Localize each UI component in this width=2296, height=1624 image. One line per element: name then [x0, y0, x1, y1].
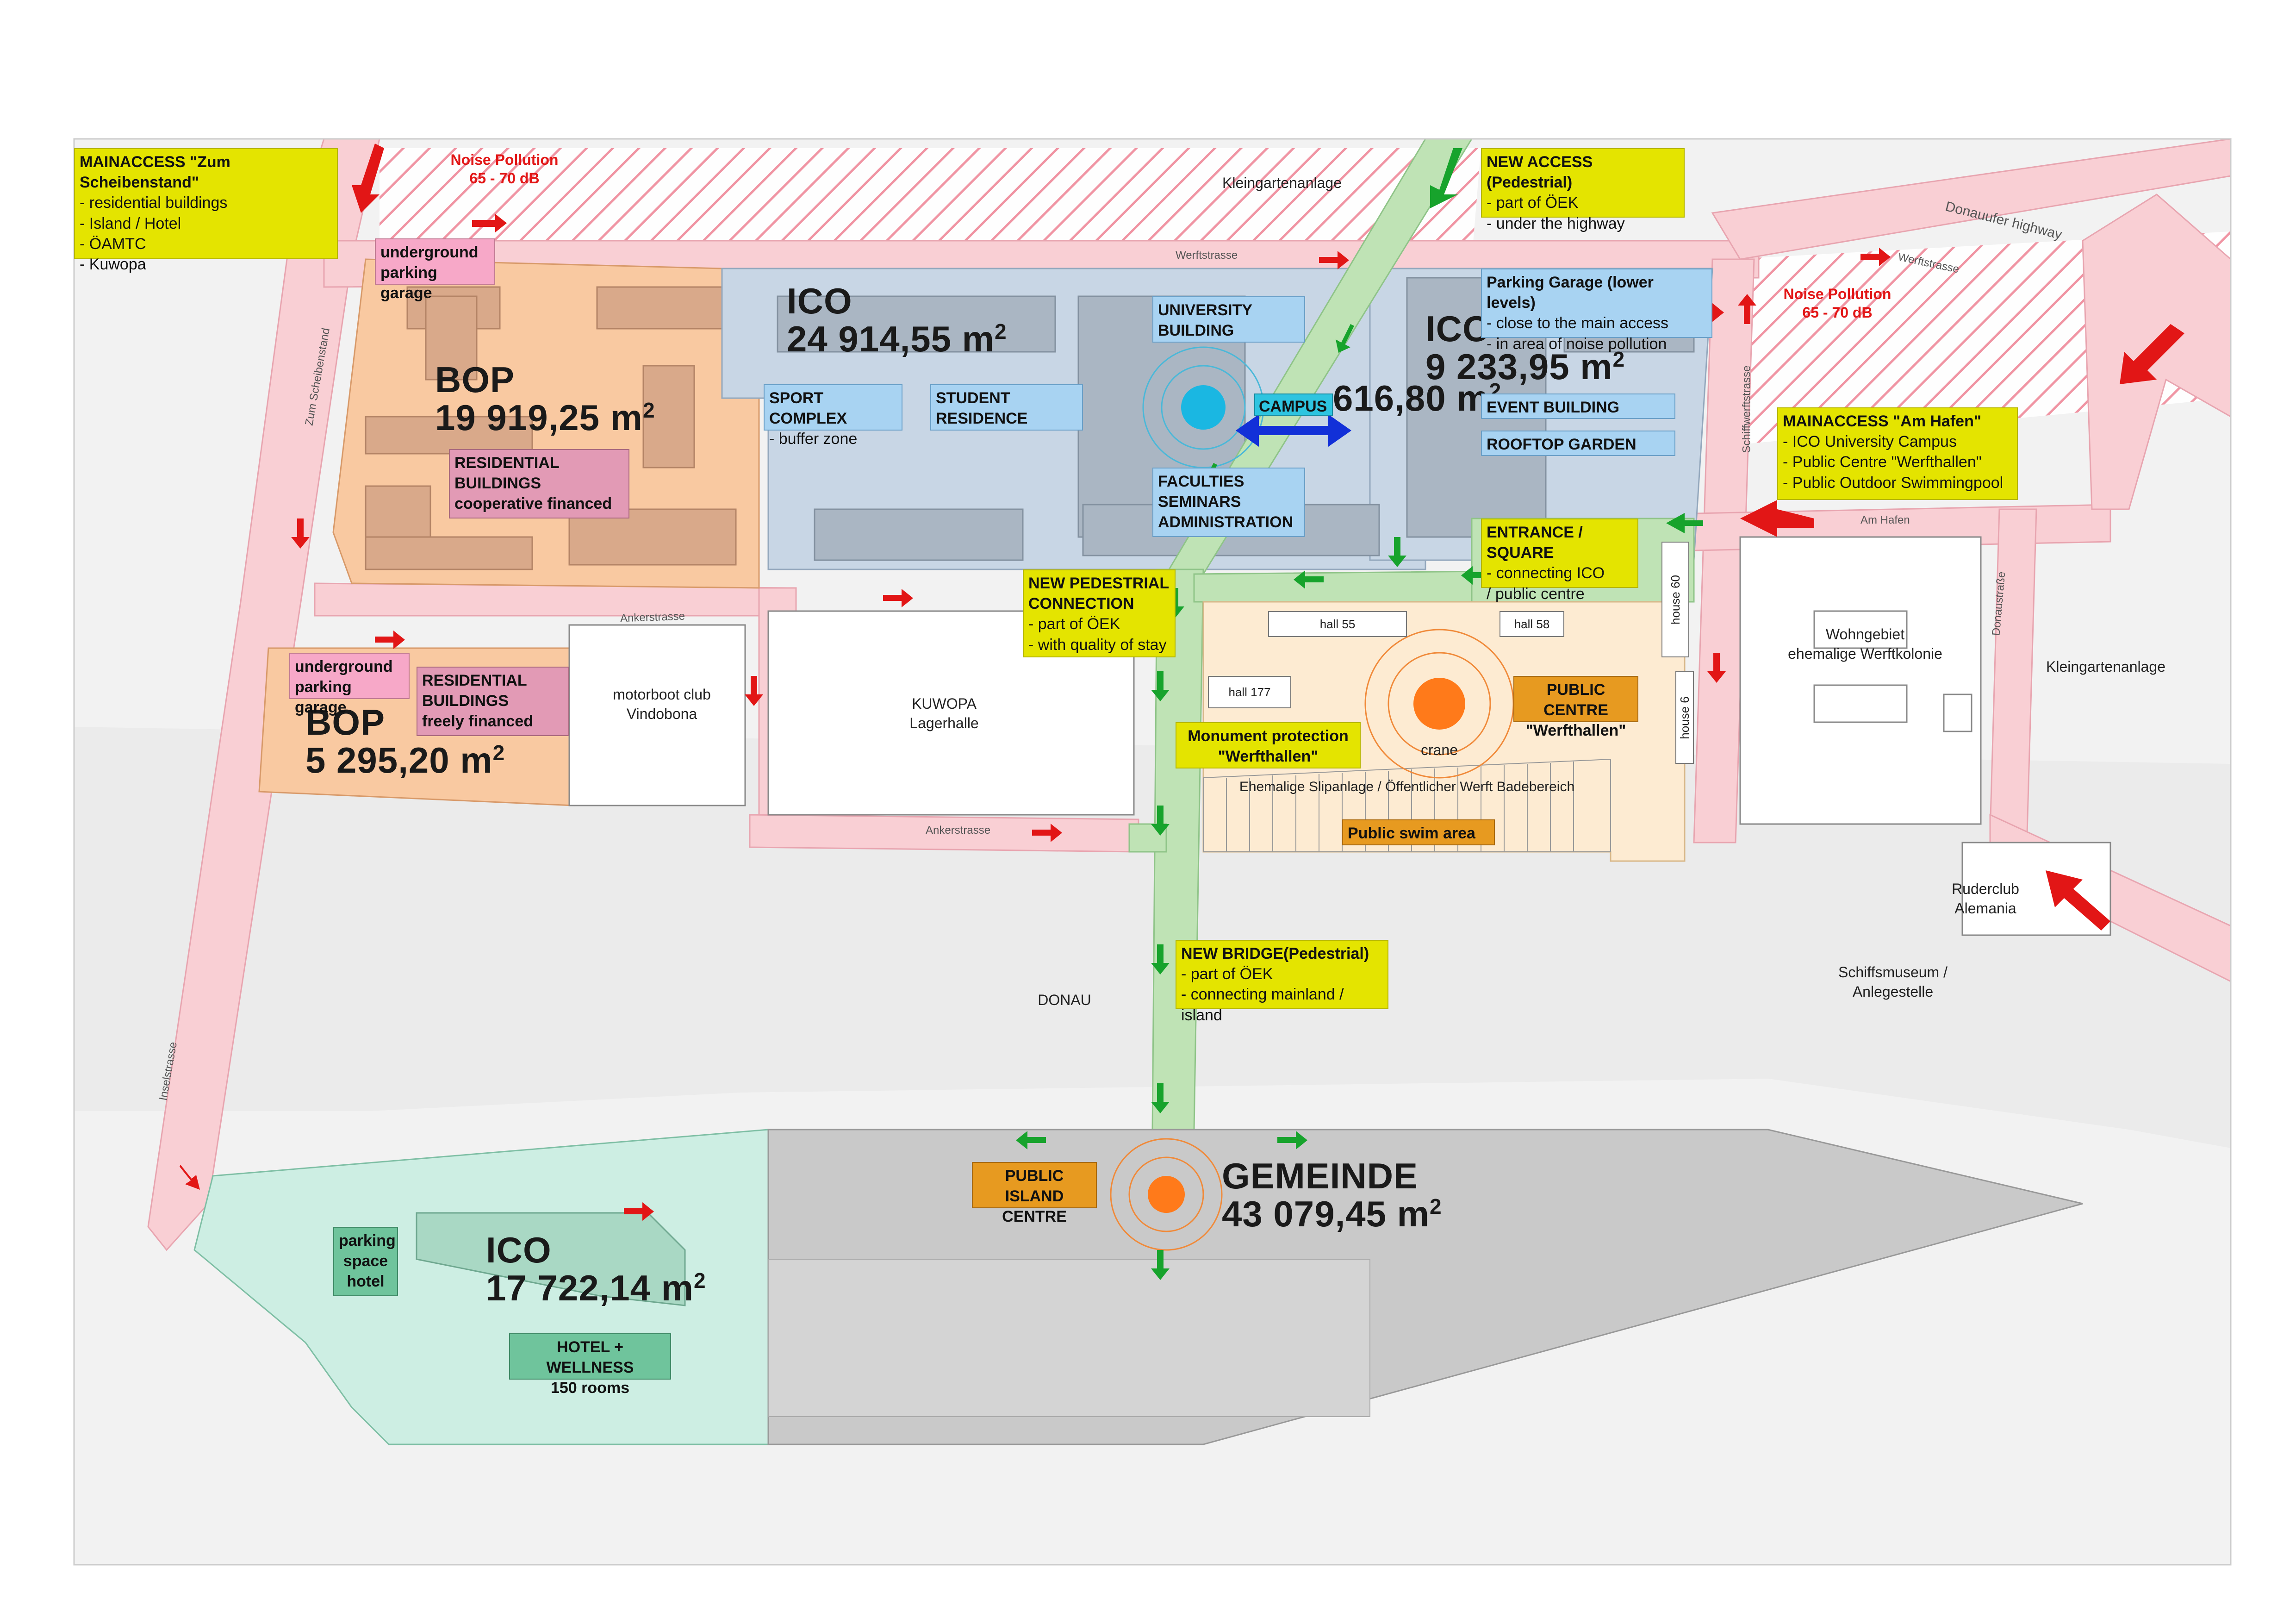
arrow-new-access-icon	[1430, 148, 1462, 208]
street-ankerstrasse-1: Ankerstrasse	[620, 610, 685, 625]
campus-connection-arrow-icon	[1236, 414, 1351, 447]
arrow-east-highway-icon	[2120, 324, 2184, 384]
residential-free-box: RESIDENTIAL BUILDINGS freely financed	[417, 667, 569, 736]
schiffsmuseum: Schiffsmuseum /Anlegestelle	[1838, 964, 1948, 1000]
slipanlage-lines	[1203, 758, 1611, 852]
public-centre-box: PUBLIC CENTRE "Werfthallen"	[1513, 676, 1638, 739]
gemeinde-inner	[768, 1259, 1370, 1417]
bop-north-label: BOP 19 919,25 m2	[435, 359, 655, 438]
monument-protection-box: Monument protection "Werfthallen"	[1176, 722, 1361, 768]
campus-box: CAMPUS	[1254, 394, 1333, 416]
kleingartenanlage-north: Kleingartenanlage	[1222, 175, 1342, 191]
kleingartenanlage-east: Kleingartenanlage	[2046, 658, 2165, 675]
residential-coop-box: RESIDENTIAL BUILDINGS cooperative financ…	[449, 449, 629, 518]
hall-177: hall 177	[1208, 676, 1291, 708]
campus-node	[1142, 346, 1264, 468]
noise-zone-north	[380, 148, 1481, 259]
noise-pollution-east: Noise Pollution 65 - 70 dB	[1783, 286, 1892, 321]
ico-main-label: ICO 24 914,55 m2	[787, 281, 1007, 359]
entrance-square-box: ENTRANCE / SQUARE - connecting ICO / pub…	[1481, 518, 1638, 603]
ico-island-label: ICO 17 722,14 m2	[486, 1230, 706, 1308]
street-am-hafen: Am Hafen	[1860, 514, 1910, 526]
ico-east-label: ICO 9 233,95 m2	[1425, 308, 1625, 387]
public-swim-area-box: Public swim area	[1342, 819, 1495, 845]
rooftop-garden-box: ROOFTOP GARDEN	[1481, 431, 1675, 456]
donau-river	[74, 727, 2231, 1148]
map-frame	[73, 138, 2232, 1566]
small-red-arrows	[180, 214, 1891, 1221]
student-residence-box: STUDENT RESIDENCE	[930, 384, 1083, 431]
hall-58: hall 58	[1500, 611, 1564, 637]
hotel-wellness-box: HOTEL + WELLNESS 150 rooms	[509, 1333, 671, 1397]
bop-north-buildings	[365, 286, 741, 570]
public-island-centre-box: PUBLIC ISLAND CENTRE	[972, 1162, 1097, 1225]
street-ankerstrasse-2: Ankerstrasse	[926, 824, 991, 837]
new-bridge-box: NEW BRIDGE(Pedestrial) - part of ÖEK - c…	[1176, 940, 1388, 1024]
noise-pollution-west: Noise Pollution 65 - 70 dB	[450, 151, 559, 187]
street-schiffwerftstrasse: Schiffwerftstrasse	[1740, 365, 1753, 453]
university-building-box: UNIVERSITY BUILDING	[1152, 296, 1305, 343]
gemeinde-label: GEMEINDE 43 079,45 m2	[1222, 1156, 1442, 1234]
donau-label: DONAU	[1038, 992, 1091, 1008]
sport-complex-box: SPORT COMPLEX - buffer zone	[764, 384, 902, 448]
traffic-arrows	[352, 144, 2184, 931]
arrow-southeast-icon	[2046, 870, 2110, 931]
mainaccess-west-box: MAINACCESS "Zum Scheibenstand" - residen…	[74, 148, 338, 273]
event-building-box: EVENT BUILDING	[1481, 394, 1675, 419]
crane-label: crane	[1420, 742, 1458, 758]
island-centre-node	[1110, 1138, 1223, 1251]
new-access-box: NEW ACCESS (Pedestrial) - part of ÖEK - …	[1481, 148, 1685, 232]
faculties-box: FACULTIES SEMINARS ADMINISTRATION	[1152, 468, 1305, 537]
house-60: house 60	[1661, 542, 1689, 657]
campus-area-label: 616,80 m2	[1333, 378, 1502, 418]
parking-space-hotel-box: parking space hotel	[333, 1227, 398, 1296]
underground-parking-south-box: underground parking garage	[289, 653, 410, 716]
arrow-am-hafen-icon	[1740, 500, 1814, 537]
arrow-mainaccess-west-icon	[352, 144, 384, 213]
underground-parking-north-box: underground parking garage	[375, 238, 495, 302]
slipanlage-label: Ehemalige Slipanlage / Öffentlicher Werf…	[1239, 779, 1575, 794]
house-6: house 6	[1675, 671, 1694, 764]
street-werftstrasse-1: Werftstrasse	[1176, 249, 1238, 262]
bop-south-label: BOP 5 295,20 m2	[305, 702, 505, 781]
mainaccess-east-box: MAINACCESS "Am Hafen" - ICO University C…	[1777, 407, 2018, 500]
parking-garage-box: Parking Garage (lower levels) - close to…	[1481, 269, 1712, 353]
new-pedestrial-connection-box: NEW PEDESTRIAL CONNECTION - part of ÖEK …	[1023, 569, 1176, 657]
hall-55: hall 55	[1268, 611, 1407, 637]
